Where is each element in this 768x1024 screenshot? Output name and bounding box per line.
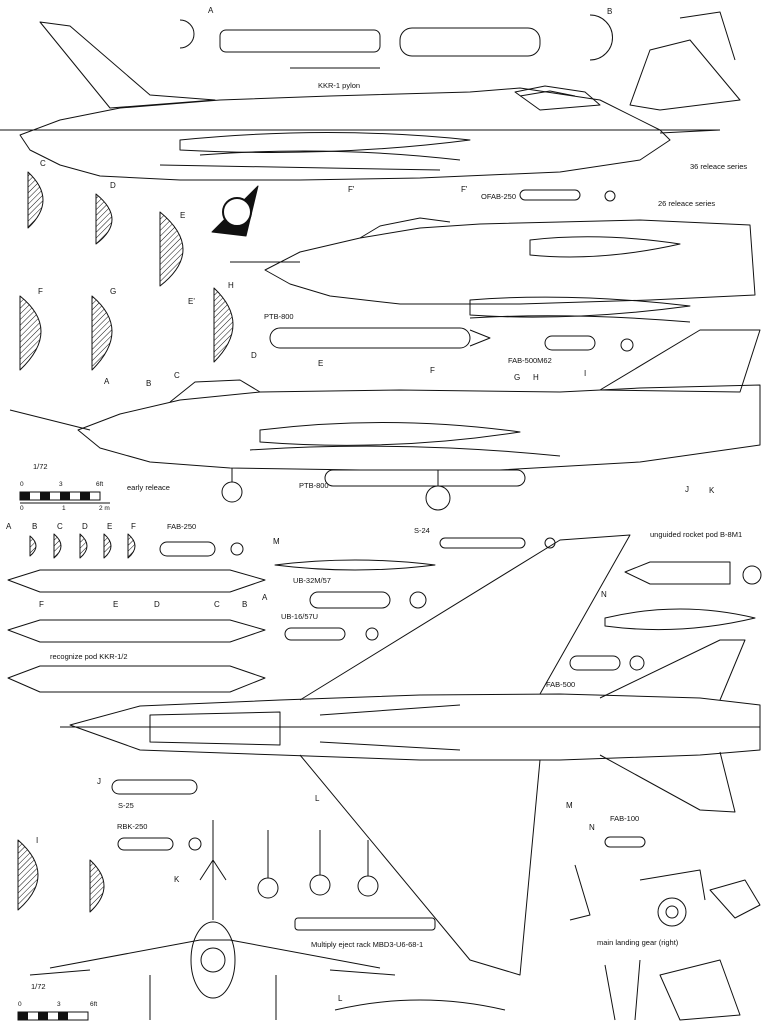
scale-tick: 3 [59,481,63,488]
section-letter: K [174,875,180,884]
plan-view [60,534,761,976]
label-fab-500: FAB-500 [546,680,576,689]
section-letter: D [154,600,160,609]
label-ptb-800-top: PTB-800 [264,312,294,321]
section-letter: I [584,369,587,378]
scale-tick: 2 m [99,505,110,512]
section-letter: E [107,522,113,531]
label-rbk-250: RBK-250 [117,822,148,831]
side-view-26-series [230,189,756,352]
section-letter: A [6,522,12,531]
scale-tick: 6ft [96,481,104,488]
section-letter: F [131,522,136,531]
section-letter: B [607,7,613,16]
label-main-gear: main landing gear (right) [597,938,679,947]
section-letter: J [685,485,689,494]
scale-ratio-upper: 1/72 [33,462,48,471]
label-fab-250: FAB-250 [167,522,197,531]
label-fab-500m62: FAB-500M62 [508,356,552,365]
landing-gear [257,830,761,1021]
section-letter: C [40,159,46,168]
side-view-early [9,329,761,511]
section-letter: J [97,777,101,786]
label-36-series: 36 releace series [690,162,748,171]
section-letter: G [110,287,117,296]
section-letter: C [174,371,180,380]
section-letter: F' [348,185,355,194]
scale-tick: 1 [62,505,66,512]
label-kkr1-pylon: KKR-1 pylon [318,81,361,90]
label-s-24: S-24 [414,526,430,535]
scale-bar-lower [17,1011,89,1021]
scale-tick: 0 [20,505,24,512]
sukhoi-logo [211,185,259,237]
section-letter: L [315,794,320,803]
section-letter: I [36,836,39,845]
label-26-series: 26 releace series [658,199,716,208]
section-letter: K [709,486,715,495]
section-letter: D [82,522,88,531]
section-letter: F [430,366,435,375]
section-letter: C [57,522,63,531]
section-letter: A [208,6,214,15]
label-b-8m1: unguided rocket pod B-8M1 [650,530,743,539]
label-kkr-1-2: recognize pod KKR-1/2 [50,652,128,661]
section-letter: M [273,537,280,546]
scale-tick: 3 [57,1001,61,1008]
section-letter: D [110,181,116,190]
section-letter: E' [188,297,195,306]
label-ub-16-57u: UB-16/57U [281,612,319,621]
stores [7,537,762,1011]
label-ofab-250: OFAB-250 [481,192,517,201]
section-letter: B [242,600,248,609]
label-s-25: S-25 [118,801,134,810]
section-letter: F [38,287,43,296]
label-mbd3-rack: Multiply eject rack MBD3-U6-68-1 [311,940,424,949]
section-letter: A [104,377,110,386]
label-ptb-800-bottom: PTB-800 [299,481,329,490]
section-profiles [17,171,234,913]
section-letter: M [566,801,573,810]
section-letter: G [514,373,521,382]
front-view [29,820,396,1020]
label-ub-32m57: UB-32M/57 [293,576,331,585]
section-letter: L [338,994,343,1003]
label-fab-100: FAB-100 [610,814,640,823]
section-letter: E [113,600,119,609]
section-letter: A [262,593,268,602]
scale-bar-upper [19,491,110,504]
scale-tick: 6ft [90,1001,98,1008]
scale-tick: 0 [18,1001,22,1008]
section-letter: N [589,823,595,832]
section-letter: C [214,600,220,609]
section-letter: F' [461,185,468,194]
side-view-two-seat [0,11,741,181]
section-letter: B [32,522,38,531]
section-letter: F [39,600,44,609]
scale-tick: 0 [20,481,24,488]
section-letter: E [318,359,324,368]
section-letter: E [180,211,186,220]
section-letter: H [228,281,234,290]
scale-ratio-lower: 1/72 [31,982,46,991]
label-early-release: early releace [127,483,170,492]
section-letter: B [146,379,152,388]
section-letter: D [251,351,257,360]
section-letter: N [601,590,607,599]
section-letter: H [533,373,539,382]
